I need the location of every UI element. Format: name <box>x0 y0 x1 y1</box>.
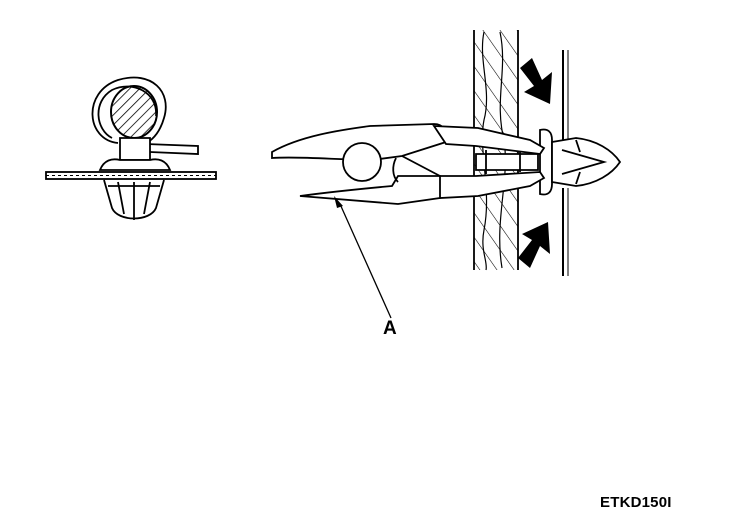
clip-remover-tool <box>271 123 546 205</box>
press-arrow-top <box>520 58 552 104</box>
clip-side-view <box>45 76 217 220</box>
press-arrow-bottom <box>518 222 550 268</box>
callout-a-label: A <box>383 318 397 339</box>
figure-code: ETKD150I <box>600 494 672 511</box>
callout-a-leader <box>334 196 392 319</box>
